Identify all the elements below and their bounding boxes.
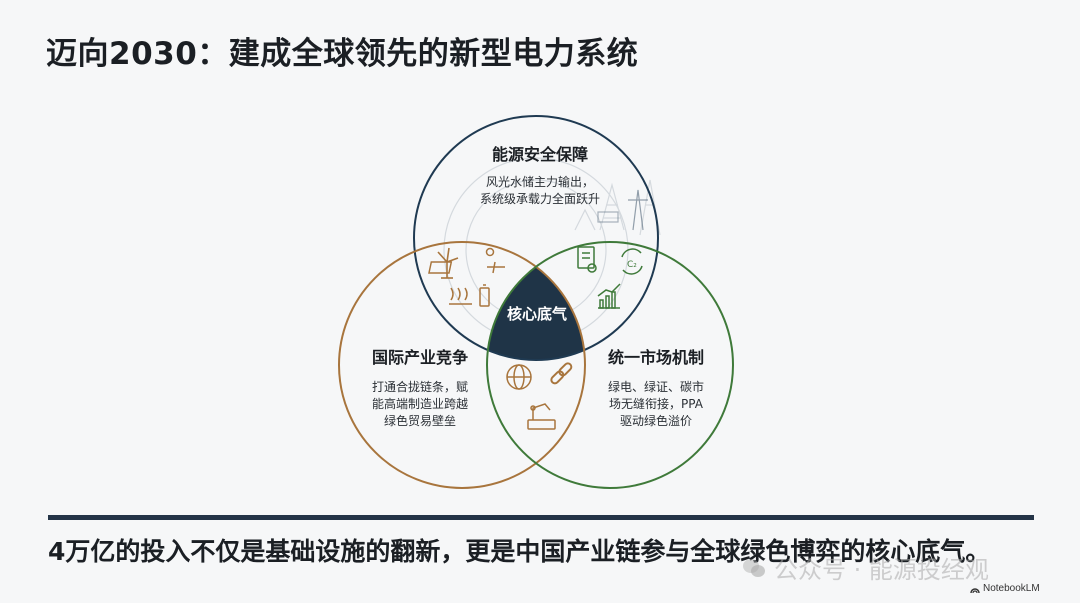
globe-icon <box>506 364 532 390</box>
wechat-icon <box>743 558 765 577</box>
circle-market-mechanism <box>486 241 734 489</box>
circle-market-heading: 统一市场机制 <box>608 348 704 367</box>
watermark-text: 公众号 · 能源投经观 <box>774 556 989 584</box>
center-intersection <box>487 242 585 360</box>
caption: 4万亿的投入不仅是基础设施的翻新，更是中国产业链参与全球绿色博弈的核心底气。 <box>48 537 991 566</box>
circle-industry-competition <box>338 241 586 489</box>
page-title: 迈向2030：建成全球领先的新型电力系统 <box>46 36 639 72</box>
solar-panel-icon <box>428 247 505 274</box>
svg-text:C₂: C₂ <box>627 260 637 270</box>
chain-link-icon <box>550 362 573 385</box>
circle-industry-line-2: 能高端制造业跨越 <box>372 396 468 411</box>
power-tower-icon <box>597 189 648 231</box>
notebooklm-icon <box>970 587 980 593</box>
circle-energy-line-2: 系统级承载力全面跃升 <box>480 191 600 206</box>
brand-text: NotebookLM <box>983 583 1040 594</box>
circle-industry-line-1: 打通合拢链条，赋 <box>372 379 468 394</box>
circle-market-line-3: 驱动绿色溢价 <box>620 413 692 428</box>
carbon-cycle-icon: C₂ <box>621 248 643 275</box>
circle-market-line-2: 场无缝衔接，PPA <box>609 396 704 411</box>
circle-energy-security <box>413 115 659 361</box>
battery-icon <box>449 284 490 307</box>
circle-industry-heading: 国际产业竞争 <box>372 348 468 367</box>
circle-energy-heading: 能源安全保障 <box>492 145 588 164</box>
circle-energy-line-1: 风光水储主力输出， <box>486 174 594 189</box>
certificate-icon <box>577 246 597 273</box>
watermark: 公众号 · 能源投经观 <box>742 550 989 585</box>
divider-rule <box>48 515 1034 520</box>
center-label: 核心底气 <box>507 305 567 323</box>
robot-arm-icon <box>527 403 556 430</box>
brand-mark: NotebookLM <box>970 583 1040 594</box>
growth-chart-icon <box>597 283 621 309</box>
circle-industry-line-3: 绿色贸易壁垒 <box>384 413 456 428</box>
circle-market-line-1: 绿电、绿证、碳市 <box>608 379 704 394</box>
